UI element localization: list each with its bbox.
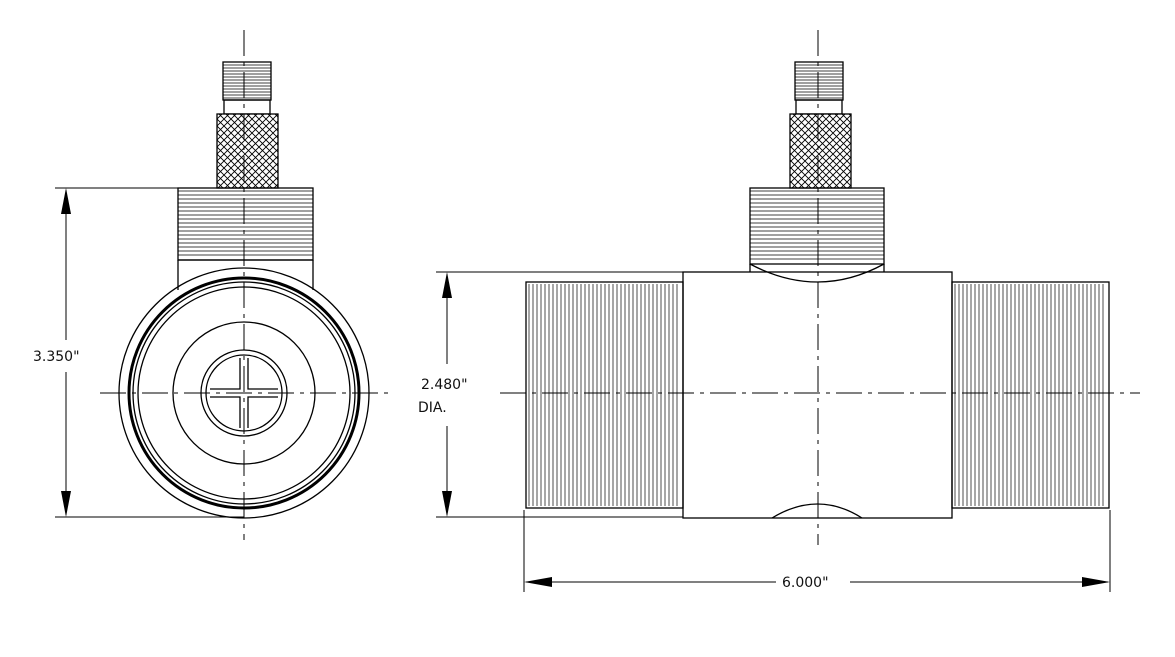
height-dimension-label: 3.350" [33, 349, 80, 365]
pipe-thread-right [951, 281, 1110, 509]
mount-thread-side-view [749, 187, 885, 265]
knurled-nut-end-view [216, 113, 279, 189]
diameter-dimension-label: 2.480" [421, 377, 468, 393]
dimension-length: 6.000" [523, 510, 1111, 592]
length-dimension-label: 6.000" [782, 575, 829, 591]
connector-tip-end-view [222, 61, 272, 115]
side-view: 2.480" DIA. 6.000" [418, 30, 1140, 592]
dimension-height: 3.350" [33, 187, 244, 518]
end-view: 3.350" [33, 30, 392, 540]
diameter-suffix-label: DIA. [418, 400, 447, 416]
pipe-thread-left [525, 281, 684, 509]
mount-thread-end-view [177, 187, 314, 261]
dimension-diameter: 2.480" DIA. [418, 271, 683, 518]
knurled-nut-side-view [789, 113, 852, 189]
connector-tip-side-view [794, 61, 844, 115]
